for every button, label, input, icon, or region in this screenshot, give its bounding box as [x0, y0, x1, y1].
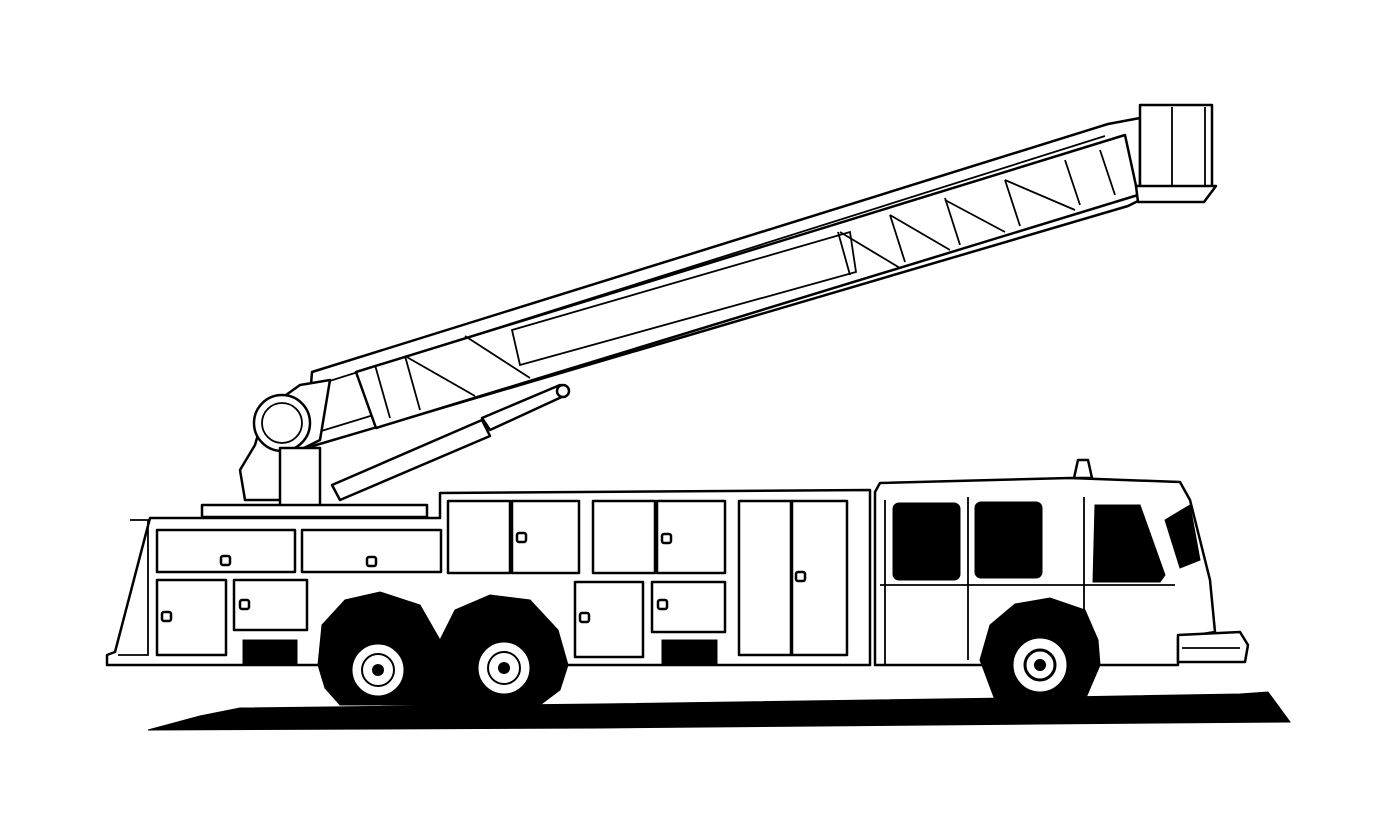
windshield [1164, 504, 1201, 569]
ladder-basket [1138, 103, 1214, 189]
truck-body [105, 488, 872, 667]
cab-window [1092, 504, 1166, 583]
rear-wheel-1 [349, 641, 407, 699]
beacon-light [1072, 458, 1094, 480]
front-wheel [1010, 635, 1070, 695]
truck-cab [873, 458, 1250, 667]
ground-shadow [147, 691, 1291, 731]
cab-window [974, 501, 1043, 579]
compartment-handles [160, 531, 807, 624]
aerial-ladder [200, 103, 1218, 519]
rear-wheel-2 [475, 639, 533, 697]
cab-window [892, 502, 961, 581]
front-bumper [1176, 630, 1250, 664]
